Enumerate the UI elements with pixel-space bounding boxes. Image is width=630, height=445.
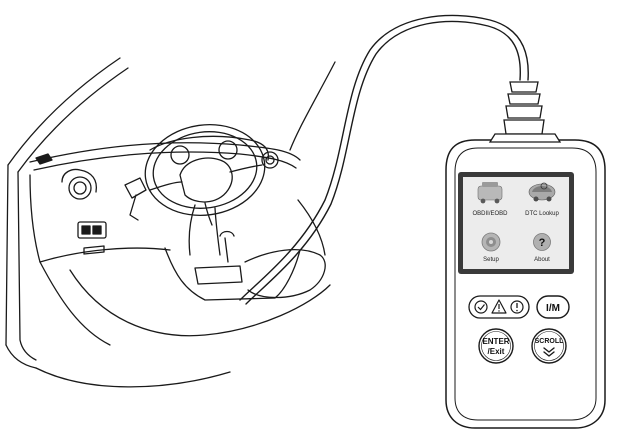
dashboard-lower — [39, 247, 171, 263]
car-interior — [5, 57, 336, 388]
round-vent-right-inner — [265, 155, 275, 165]
door-frame-left-inner — [17, 171, 37, 361]
gear-icon — [481, 232, 501, 252]
im-button[interactable]: I/M — [536, 295, 570, 319]
console-bin — [194, 265, 243, 285]
menu-item-label: Setup — [483, 257, 499, 263]
question-icon: ? — [533, 233, 551, 251]
menu-item-obdii[interactable]: OBDII/EOBD — [472, 182, 508, 217]
svg-text:?: ? — [539, 237, 546, 249]
menu-item-label: DTC Lookup — [525, 211, 559, 217]
check-circle-icon — [474, 300, 488, 314]
cable-outer — [239, 14, 529, 301]
car-search-icon — [528, 182, 556, 202]
chevron-double-down-icon — [543, 347, 555, 357]
cable-strain-relief — [503, 81, 545, 135]
enter-label: ENTER — [482, 337, 509, 346]
left-vent — [35, 153, 53, 165]
exclamation-circle-icon — [510, 300, 524, 314]
round-vent-left-inner — [73, 181, 87, 195]
menu-item-label: About — [534, 257, 550, 263]
scanner-top-cap — [488, 133, 562, 143]
windshield-top-right — [289, 61, 336, 151]
ignition-key — [124, 177, 147, 221]
seat-back — [297, 199, 326, 256]
gauge-2 — [218, 140, 238, 160]
menu-item-dtc-lookup[interactable]: DTC Lookup — [525, 182, 560, 217]
scroll-button[interactable]: SCROLL — [531, 328, 567, 364]
gear-lever — [219, 230, 235, 263]
switch-1 — [81, 225, 91, 235]
instrument-cluster — [149, 135, 270, 161]
a-pillar — [7, 57, 121, 166]
dashboard-face — [29, 174, 41, 263]
switch-panel — [77, 221, 107, 239]
cable-outer-2 — [245, 20, 521, 305]
car-engine-icon — [477, 182, 503, 204]
round-vent-right — [261, 151, 279, 169]
steering-spoke-right — [229, 164, 263, 173]
center-console — [164, 247, 301, 301]
steering-spoke-left — [149, 181, 183, 191]
steering-spoke-bottom — [204, 202, 213, 226]
steering-wheel-inner — [152, 131, 258, 209]
menu-item-setup[interactable]: Setup — [481, 232, 501, 263]
door-opening-bottom — [69, 269, 331, 337]
small-slot — [83, 245, 105, 255]
round-vent-left — [68, 176, 92, 200]
door-bottom — [5, 344, 37, 369]
exit-label: /Exit — [488, 347, 505, 356]
scanner-body-inner — [454, 147, 597, 421]
vent-housing — [61, 168, 98, 193]
warning-triangle-icon — [491, 299, 507, 314]
steering-column — [188, 204, 221, 256]
enter-exit-button[interactable]: ENTER /Exit — [478, 328, 514, 364]
floor-line — [39, 261, 111, 346]
door-frame-left — [5, 164, 9, 346]
scanner-device: OBDII/EOBD DTC Lookup Setup — [445, 133, 606, 429]
im-button-label: I/M — [546, 303, 560, 314]
scroll-label: SCROLL — [535, 338, 565, 345]
steering-wheel-outer — [144, 124, 266, 216]
door-sill — [35, 367, 231, 388]
menu-item-about[interactable]: ? About — [533, 233, 551, 264]
a-pillar-inner — [17, 67, 129, 173]
gauge-1 — [170, 145, 190, 165]
dashboard-top — [29, 142, 301, 163]
menu-item-label: OBDII/EOBD — [472, 211, 508, 217]
seat-base — [244, 249, 326, 299]
steering-hub — [179, 157, 233, 203]
switch-2 — [92, 225, 102, 235]
obd-cable — [239, 14, 545, 305]
